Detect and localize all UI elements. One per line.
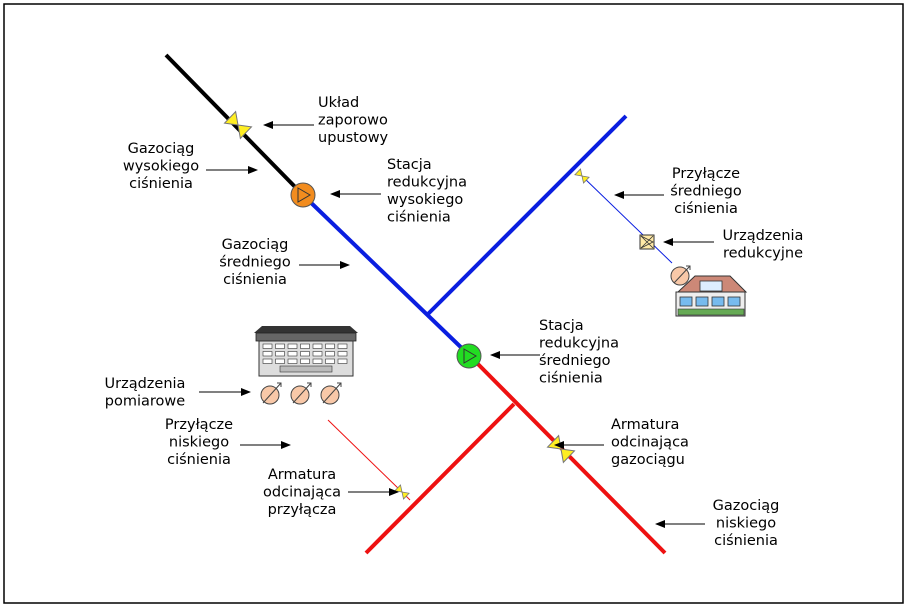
gas-meter-icon [320,382,342,405]
reduction-station-icon [456,343,482,369]
medium-pressure-pipeline [301,193,472,358]
valve-icon [223,110,253,140]
apartment-building-icon [254,326,358,377]
diagram-frame [3,3,904,604]
low-pressure-branch [364,402,516,555]
valve-icon [574,168,590,184]
reduction-station-icon [290,182,316,208]
low-service-line [327,419,403,493]
gas-meter-icon [670,265,691,286]
medium-service-line [581,175,673,264]
pressure-regulator-icon [639,234,655,250]
gas-meter-icon [260,382,282,405]
gas-meter-icon [290,382,312,405]
house-icon [675,275,748,317]
medium-pressure-branch [425,114,628,317]
